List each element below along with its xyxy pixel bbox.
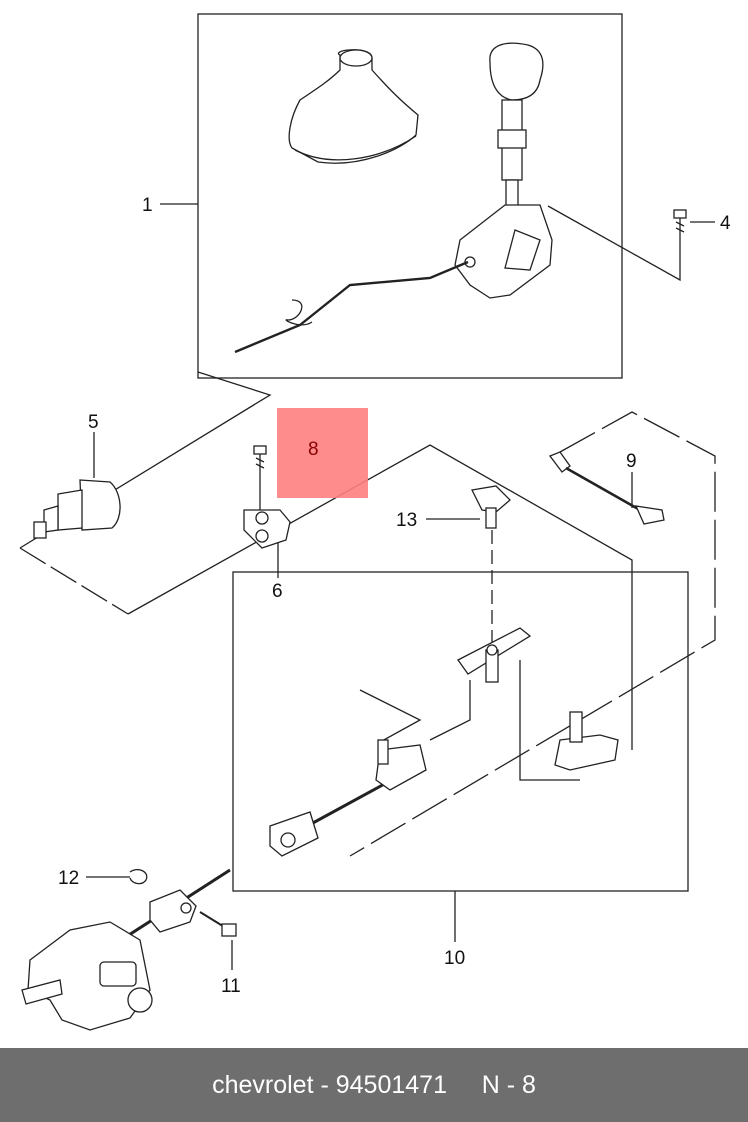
- footer-ref: N - 8: [481, 1070, 536, 1099]
- footer-brand: chevrolet: [212, 1070, 314, 1099]
- connector-9: [349, 411, 716, 857]
- bolt-8: [253, 445, 267, 470]
- parts-diagram: 1 4 5 6 8 9 10 11 12 13: [19, 13, 731, 1031]
- linkage-assembly-10: [269, 627, 619, 857]
- shift-cable: [234, 260, 469, 354]
- callout-13: 13: [396, 510, 417, 531]
- transmission-housing: [21, 921, 153, 1031]
- bracket-6: [243, 509, 291, 549]
- clip-12: [129, 868, 148, 885]
- connector-10a: [359, 689, 422, 743]
- connector-4: [547, 205, 681, 282]
- shift-knob: [489, 42, 544, 101]
- highlight-box: [277, 408, 368, 498]
- connector-10b: [519, 660, 580, 781]
- callout-9: 9: [626, 451, 637, 472]
- connector-6: [127, 444, 633, 750]
- rod-9: [548, 451, 665, 525]
- cable-grommet-5: [33, 479, 121, 539]
- footer-separator: -: [313, 1070, 336, 1099]
- footer-bar: chevrolet - 94501471 N - 8: [0, 1048, 748, 1122]
- callout-6: 6: [272, 581, 283, 602]
- connector-10c: [429, 680, 471, 741]
- callout-4: 4: [720, 213, 731, 234]
- shifter-housing: [454, 204, 553, 299]
- bolt-4: [673, 209, 687, 236]
- group-box-shift-linkage: [232, 571, 689, 892]
- callout-10: 10: [444, 948, 465, 969]
- callout-5: 5: [88, 412, 99, 433]
- callout-1: 1: [142, 195, 153, 216]
- callout-11: 11: [221, 976, 241, 997]
- group-box-shift-control: [197, 13, 623, 379]
- bolt-11: [199, 911, 237, 937]
- callout-12: 12: [58, 868, 79, 889]
- connector-5-dash: [19, 547, 129, 615]
- pin-13: [471, 485, 511, 529]
- footer-part-number: 94501471: [335, 1070, 447, 1099]
- callout-8: 8: [308, 439, 319, 460]
